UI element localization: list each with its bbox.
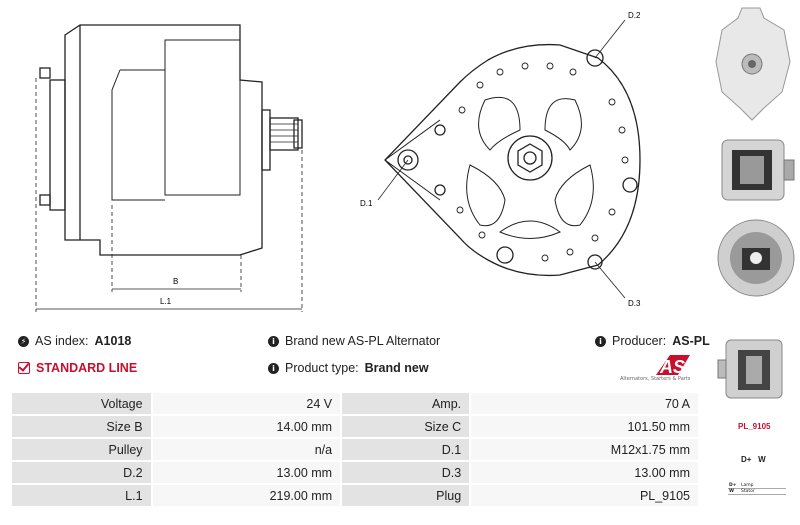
dim-label-b: B bbox=[173, 277, 178, 286]
svg-text:AS: AS bbox=[659, 357, 685, 377]
legend-desc: Lamp bbox=[740, 483, 786, 489]
dim-label-d3: D.3 bbox=[628, 299, 641, 308]
legend-code: W bbox=[728, 488, 740, 495]
spec-key: Pulley bbox=[10, 437, 153, 462]
info-icon: i bbox=[268, 335, 279, 347]
table-row: Voltage 24 V Amp. 70 A bbox=[10, 391, 700, 416]
brand-text: Brand new AS-PL Alternator bbox=[285, 334, 441, 348]
product-type: i Product type: Brand new bbox=[268, 361, 429, 375]
brand-info: i Brand new AS-PL Alternator bbox=[268, 334, 440, 348]
spec-key: Voltage bbox=[10, 391, 153, 416]
table-row: Size B 14.00 mm Size C 101.50 mm bbox=[10, 414, 700, 439]
spec-value: 219.00 mm bbox=[150, 483, 343, 508]
spec-value: n/a bbox=[150, 437, 343, 462]
product-thumbnails bbox=[715, 7, 795, 399]
plug-legend: D+ Lamp W Stator bbox=[728, 483, 786, 495]
spec-value: 24 V bbox=[150, 391, 343, 416]
as-index-value: A1018 bbox=[94, 334, 132, 348]
spec-key: Amp. bbox=[340, 391, 472, 416]
dim-label-d2: D.2 bbox=[628, 11, 641, 20]
spec-key: Size C bbox=[340, 414, 472, 439]
plug-terminals: D+ W bbox=[741, 455, 766, 464]
spec-value: PL_9105 bbox=[469, 483, 700, 508]
table-row: D+ Lamp bbox=[728, 483, 786, 489]
plug-label: PL_9105 bbox=[738, 422, 771, 431]
spec-value: 101.50 mm bbox=[469, 414, 700, 439]
product-type-value: Brand new bbox=[364, 361, 429, 375]
spec-key: Plug bbox=[340, 483, 472, 508]
thumbnail-plug-view[interactable] bbox=[717, 339, 783, 399]
as-index-label: AS index: bbox=[35, 334, 89, 348]
producer-value: AS-PL bbox=[672, 334, 710, 348]
table-row: W Stator bbox=[728, 488, 786, 495]
spec-value: 14.00 mm bbox=[150, 414, 343, 439]
legend-desc: Stator bbox=[740, 488, 786, 495]
thumbnail-rear-view[interactable] bbox=[717, 219, 795, 297]
spec-value: 13.00 mm bbox=[150, 460, 343, 485]
alternator-side-outline bbox=[64, 24, 263, 256]
info-icon: i bbox=[595, 335, 606, 347]
dim-label-l1: L.1 bbox=[160, 297, 172, 306]
alternator-front-outline bbox=[384, 43, 641, 277]
table-row: Pulley n/a D.1 M12x1.75 mm bbox=[10, 437, 700, 462]
spec-key: D.2 bbox=[10, 460, 153, 485]
table-row: D.2 13.00 mm D.3 13.00 mm bbox=[10, 460, 700, 485]
legend-code: D+ bbox=[728, 483, 740, 489]
producer-label: Producer: bbox=[612, 334, 667, 348]
product-type-label: Product type: bbox=[285, 361, 359, 375]
spec-key: D.1 bbox=[340, 437, 472, 462]
spec-value: 13.00 mm bbox=[469, 460, 700, 485]
as-index: ⚡ AS index: A1018 bbox=[18, 334, 131, 348]
spec-value: 70 A bbox=[469, 391, 700, 416]
standard-line: STANDARD LINE bbox=[18, 361, 137, 375]
spec-key: L.1 bbox=[10, 483, 153, 508]
thumbnail-side-view[interactable] bbox=[721, 139, 795, 201]
logo-subtitle: Alternators, Starters & Parts bbox=[620, 376, 691, 382]
as-pl-logo: AS bbox=[656, 355, 690, 377]
producer-info: i Producer: AS-PL bbox=[595, 334, 710, 348]
standard-line-label: STANDARD LINE bbox=[36, 361, 138, 375]
checkbox-icon bbox=[18, 362, 30, 374]
bolt-icon: ⚡ bbox=[18, 335, 29, 347]
technical-drawing: B L.1 D.2 D.1 D.3 bbox=[35, 11, 641, 312]
dim-label-d1: D.1 bbox=[360, 199, 373, 208]
spec-table: Voltage 24 V Amp. 70 A Size B 14.00 mm S… bbox=[10, 391, 700, 508]
spec-value: M12x1.75 mm bbox=[469, 437, 700, 462]
thumbnail-front-view[interactable] bbox=[715, 7, 791, 121]
spec-key: D.3 bbox=[340, 460, 472, 485]
table-row: L.1 219.00 mm Plug PL_9105 bbox=[10, 483, 700, 508]
spec-key: Size B bbox=[10, 414, 153, 439]
info-icon: i bbox=[268, 362, 279, 374]
